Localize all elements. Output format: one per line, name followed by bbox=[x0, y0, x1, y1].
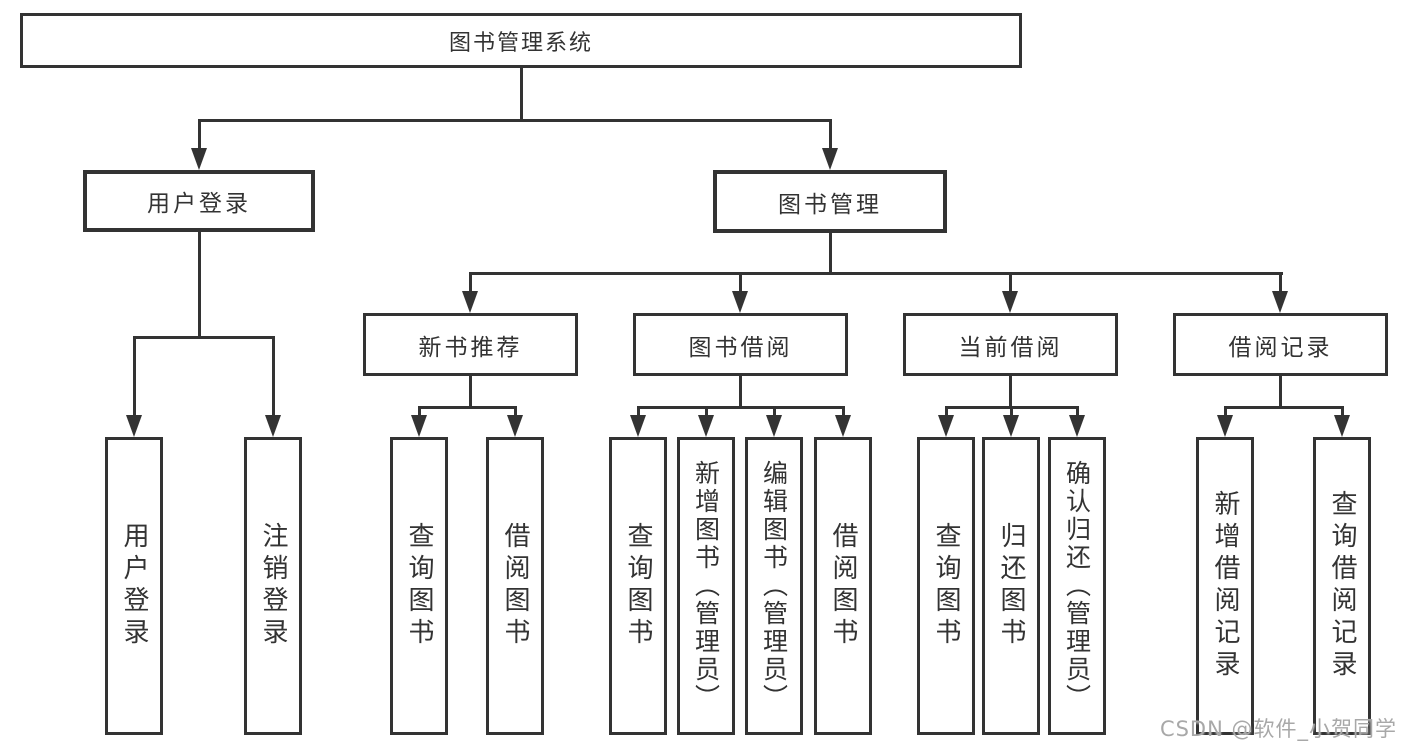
arrow-down-icon bbox=[1002, 291, 1018, 313]
node-confirm-return-admin: 确认归还（管理员） bbox=[1048, 437, 1106, 735]
connector-line bbox=[842, 406, 845, 416]
connector-line bbox=[520, 68, 523, 120]
connector-line bbox=[1009, 376, 1012, 408]
node-add-borrow-record: 新增借阅记录 bbox=[1196, 437, 1254, 735]
connector-line bbox=[514, 406, 517, 416]
arrow-down-icon bbox=[732, 291, 748, 313]
arrow-down-icon bbox=[507, 415, 523, 437]
connector-line bbox=[133, 336, 136, 416]
connector-line bbox=[272, 336, 275, 416]
connector-line bbox=[945, 406, 948, 416]
arrow-down-icon bbox=[938, 415, 954, 437]
arrow-down-icon bbox=[191, 148, 207, 170]
arrow-down-icon bbox=[1217, 415, 1233, 437]
connector-line bbox=[1009, 272, 1012, 292]
node-current-borrowing: 当前借阅 bbox=[903, 313, 1118, 376]
node-user-login: 用户登录 bbox=[83, 170, 315, 232]
node-return-books: 归还图书 bbox=[982, 437, 1040, 735]
arrow-down-icon bbox=[766, 415, 782, 437]
connector-line bbox=[829, 119, 832, 150]
connector-line bbox=[705, 406, 708, 416]
connector-line bbox=[198, 232, 201, 336]
arrow-down-icon bbox=[1334, 415, 1350, 437]
node-query-books-b: 查询图书 bbox=[609, 437, 667, 735]
node-borrowing-records: 借阅记录 bbox=[1173, 313, 1388, 376]
connector-line bbox=[133, 336, 275, 339]
connector-line bbox=[773, 406, 776, 416]
arrow-down-icon bbox=[1272, 291, 1288, 313]
arrow-down-icon bbox=[630, 415, 646, 437]
connector-line bbox=[469, 272, 472, 292]
node-book-management: 图书管理 bbox=[713, 170, 947, 233]
node-add-books-admin: 新增图书（管理员） bbox=[677, 437, 735, 735]
arrow-down-icon bbox=[1003, 415, 1019, 437]
node-edit-books-admin: 编辑图书（管理员） bbox=[745, 437, 803, 735]
node-new-book-recommend: 新书推荐 bbox=[363, 313, 578, 376]
connector-line bbox=[198, 119, 832, 122]
connector-line bbox=[1076, 406, 1079, 416]
connector-line bbox=[469, 272, 1283, 275]
node-user-login-leaf: 用户登录 bbox=[105, 437, 163, 735]
connector-line bbox=[739, 272, 742, 292]
connector-line bbox=[1279, 272, 1282, 292]
arrow-down-icon bbox=[265, 415, 281, 437]
node-query-borrow-record: 查询借阅记录 bbox=[1313, 437, 1371, 735]
connector-line bbox=[637, 406, 640, 416]
arrow-down-icon bbox=[835, 415, 851, 437]
connector-line bbox=[1341, 406, 1344, 416]
node-book-borrowing: 图书借阅 bbox=[633, 313, 848, 376]
connector-line bbox=[1224, 406, 1344, 409]
node-query-books-c: 查询图书 bbox=[917, 437, 975, 735]
connector-line bbox=[829, 233, 832, 273]
connector-line bbox=[1224, 406, 1227, 416]
node-borrow-books-a: 借阅图书 bbox=[486, 437, 544, 735]
node-query-books-a: 查询图书 bbox=[390, 437, 448, 735]
arrow-down-icon bbox=[822, 148, 838, 170]
connector-line bbox=[637, 406, 845, 409]
arrow-down-icon bbox=[462, 291, 478, 313]
arrow-down-icon bbox=[126, 415, 142, 437]
node-logout-leaf: 注销登录 bbox=[244, 437, 302, 735]
arrow-down-icon bbox=[1069, 415, 1085, 437]
connector-line bbox=[1010, 406, 1013, 416]
arrow-down-icon bbox=[411, 415, 427, 437]
connector-line bbox=[418, 406, 517, 409]
connector-line bbox=[418, 406, 421, 416]
arrow-down-icon bbox=[698, 415, 714, 437]
connector-line bbox=[739, 376, 742, 408]
connector-line bbox=[1279, 376, 1282, 408]
connector-line bbox=[198, 119, 201, 150]
node-borrow-books-b: 借阅图书 bbox=[814, 437, 872, 735]
node-root: 图书管理系统 bbox=[20, 13, 1022, 68]
connector-line bbox=[469, 376, 472, 408]
csdn-watermark: CSDN @软件_小贺同学 bbox=[1159, 717, 1397, 741]
